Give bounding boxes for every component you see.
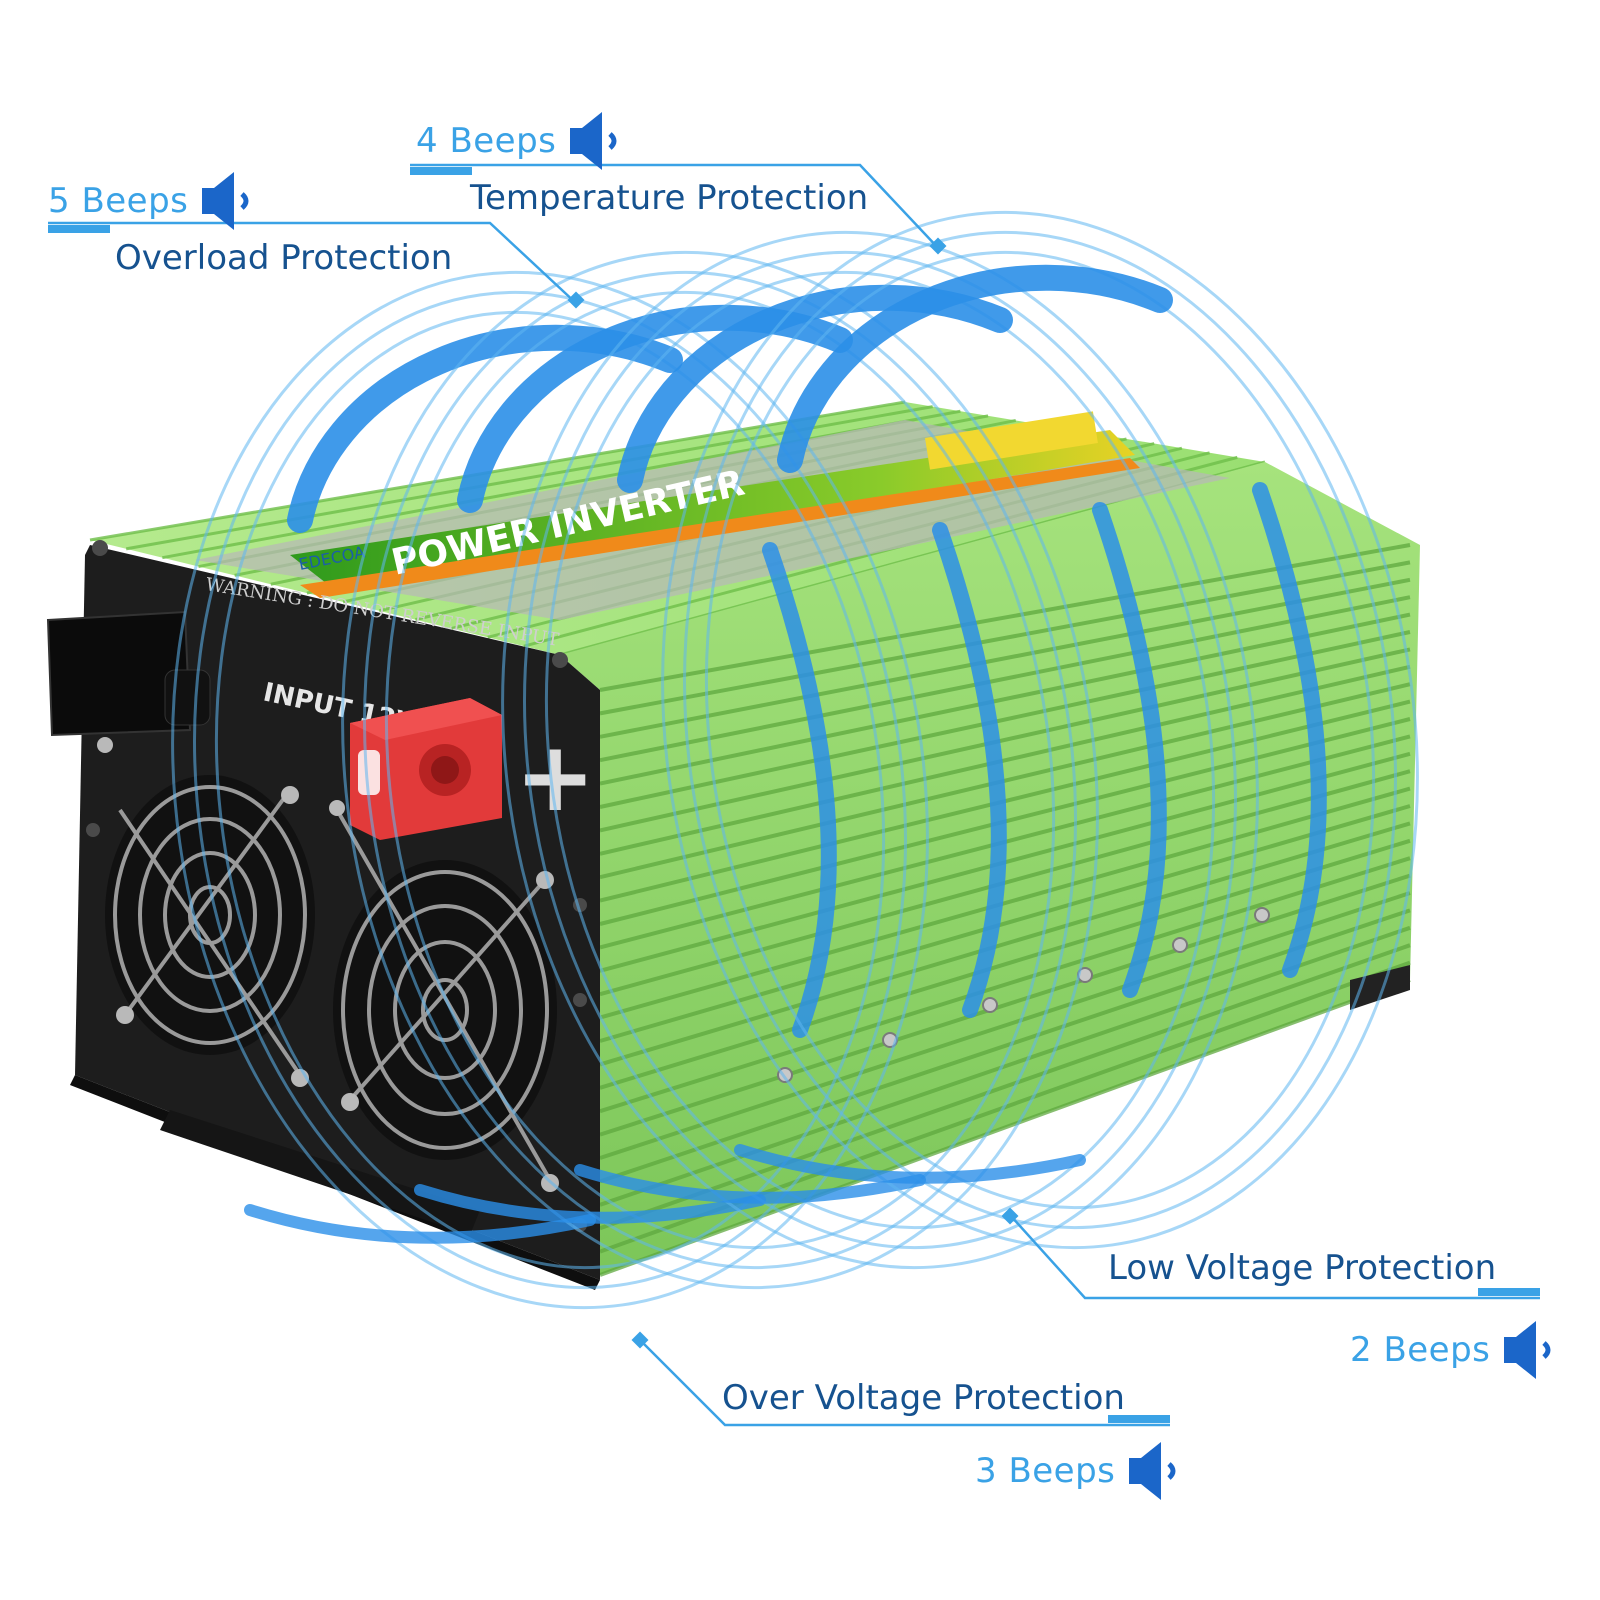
temperature-leader xyxy=(410,163,941,251)
cooling-fan-right xyxy=(329,800,559,1192)
overload-title: Overload Protection xyxy=(115,238,453,278)
low-voltage-beeps: 2 Beeps xyxy=(1350,1315,1560,1385)
product-label: EDECOA POWER INVERTER xyxy=(195,411,1230,620)
over-voltage-leader xyxy=(639,1339,1170,1427)
overload-beeps-text: 5 Beeps xyxy=(48,181,189,221)
over-voltage-title: Over Voltage Protection xyxy=(722,1378,1125,1418)
speaker-icon xyxy=(570,112,617,170)
screw-icon xyxy=(982,997,998,1013)
screw-icon xyxy=(1172,937,1188,953)
temperature-beeps-text: 4 Beeps xyxy=(416,121,557,161)
temperature-title: Temperature Protection xyxy=(470,178,869,218)
screw-icon xyxy=(1254,907,1270,923)
overload-leader xyxy=(48,221,579,306)
low-voltage-title: Low Voltage Protection xyxy=(1108,1248,1497,1288)
low-voltage-leader xyxy=(1009,1214,1540,1300)
speaker-icon xyxy=(1129,1442,1176,1500)
front-faceplate: WARNING : DO NOT REVERSE INPUT INPUT 12V… xyxy=(46,540,600,1290)
speaker-icon xyxy=(1504,1321,1551,1379)
temperature-beeps: 4 Beeps xyxy=(416,106,626,176)
low-voltage-beeps-text: 2 Beeps xyxy=(1350,1330,1491,1370)
callout-lines xyxy=(48,163,1540,1427)
signal-waves xyxy=(171,210,1419,1310)
overload-beeps: 5 Beeps xyxy=(48,166,258,236)
over-voltage-beeps-text: 3 Beeps xyxy=(975,1451,1116,1491)
negative-terminal xyxy=(46,610,211,737)
speaker-icon xyxy=(202,172,249,230)
over-voltage-beeps: 3 Beeps xyxy=(975,1436,1185,1506)
